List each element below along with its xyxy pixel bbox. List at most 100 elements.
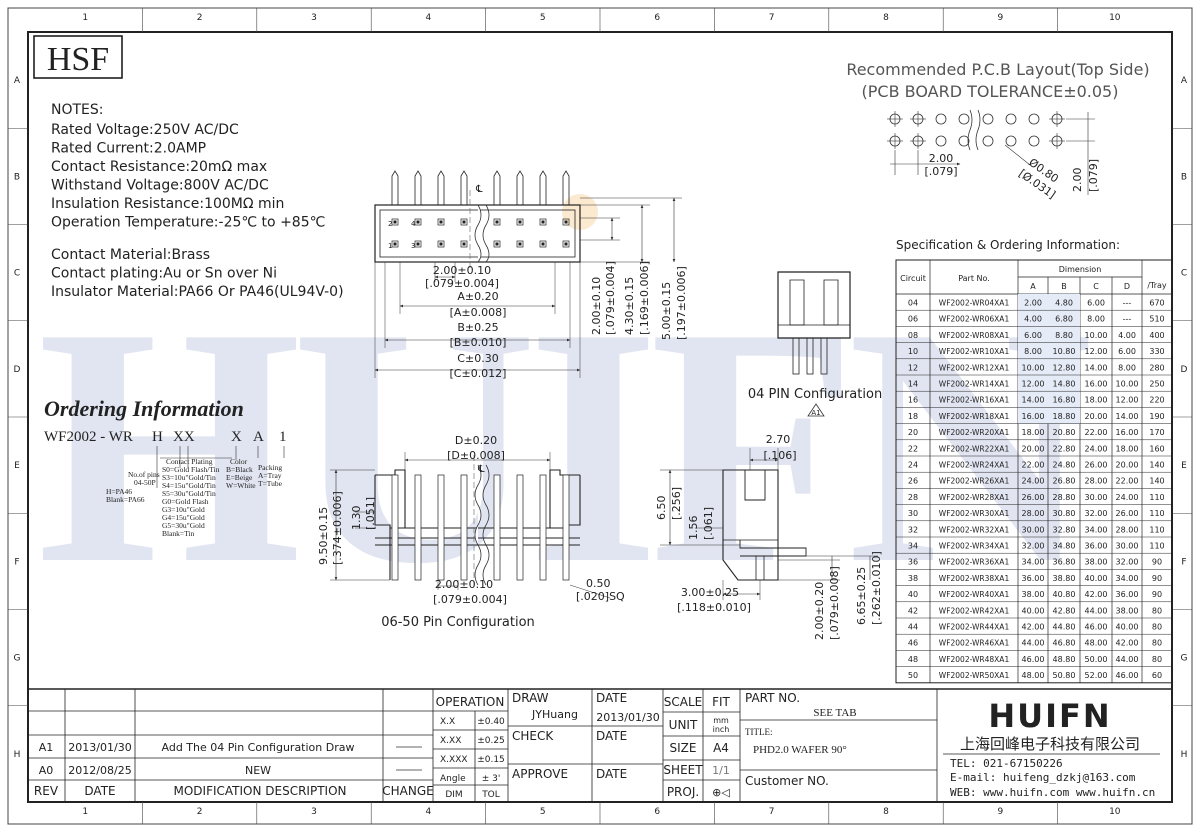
spec-cell: 80 (1152, 655, 1162, 664)
watermark-text: HUIFN (37, 257, 1091, 634)
spec-cell: 32.80 (1053, 525, 1076, 534)
spec-cell: 46.00 (1085, 623, 1108, 632)
spec-cell: 12.00 (1022, 380, 1045, 389)
spec-cell: 18.00 (1022, 428, 1045, 437)
spec-cell: 36.00 (1085, 542, 1108, 551)
spec-cell: 18.00 (1085, 396, 1108, 405)
spec-cell: 26.00 (1085, 461, 1108, 470)
spec-cell: 170 (1149, 428, 1164, 437)
sheet-value: 1/1 (712, 764, 730, 777)
spec-cell: 8.00 (1024, 347, 1042, 356)
note-line: Operation Temperature:-25℃ to +85℃ (51, 215, 325, 231)
pin-label-4: 4 (411, 220, 416, 228)
spec-cell: 38.00 (1085, 558, 1108, 567)
spec-cell: 52.00 (1085, 671, 1108, 680)
spec-cell: 110 (1149, 509, 1164, 518)
spec-cell: WF2002-WR08XA1 (939, 331, 1010, 340)
dim-h2-in: [.051] (364, 497, 377, 530)
spec-cell: 110 (1149, 525, 1164, 534)
grid-row-label: H (1181, 750, 1188, 760)
grid-col-label: 9 (998, 807, 1004, 817)
company-tel: TEL: 021-67150226 (950, 757, 1063, 770)
tol-value: ±0.15 (477, 755, 505, 765)
spec-cell: WF2002-WR22XA1 (939, 444, 1010, 453)
grid-row-label: C (1181, 269, 1187, 279)
dim-pin-size: 0.50 (586, 577, 611, 590)
spec-cell: WF2002-WR36XA1 (939, 558, 1010, 567)
spec-cell: 280 (1149, 363, 1164, 372)
part-no-label: PART NO. (745, 691, 800, 705)
spec-cell: 38 (908, 574, 918, 583)
dim-a: A±0.20 (457, 290, 498, 303)
dim-v3: 5.00±0.15 (660, 282, 673, 340)
spec-cell: WF2002-WR14XA1 (939, 380, 1010, 389)
legend-housing: H=PA46 (106, 487, 132, 496)
spec-cell: 14.00 (1022, 396, 1045, 405)
legend-packing: T=Tube (258, 479, 283, 488)
grid-col-label: 1 (82, 807, 88, 817)
pcb-subtitle: (PCB BOARD TOLERANCE±0.05) (862, 82, 1119, 101)
spec-cell: WF2002-WR06XA1 (939, 315, 1010, 324)
grid-row-label: C (14, 269, 20, 279)
rev-code: A0 (39, 764, 54, 777)
grid-row-label: G (14, 654, 21, 664)
spec-cell: 8.80 (1055, 331, 1073, 340)
grid-row-label: A (14, 76, 21, 86)
spec-cell: 14.00 (1116, 412, 1139, 421)
grid-col-label: 7 (769, 13, 775, 23)
tol-value: ±0.25 (477, 736, 505, 746)
spec-cell: 6.00 (1024, 331, 1042, 340)
spec-cell: 2.00 (1024, 299, 1042, 308)
legend-color: B=Black (226, 465, 253, 474)
scale-label: SCALE (664, 695, 702, 709)
spec-cell: 80 (1152, 639, 1162, 648)
dim-a-in: [A±0.008] (450, 306, 507, 319)
pcb-hole (1005, 135, 1017, 147)
spec-cell: 36.80 (1053, 558, 1076, 567)
grid-col-label: 6 (654, 13, 660, 23)
tol-label: TOL (481, 790, 500, 800)
spec-cell: 50 (908, 671, 918, 680)
spec-cell: 22.00 (1085, 428, 1108, 437)
legend-pins: No.of pins (128, 470, 160, 479)
spec-cell: 50.00 (1085, 655, 1108, 664)
legend-packing: A=Tray (258, 471, 282, 480)
pcb-layout: Recommended P.C.B Layout(Top Side) (PCB … (846, 60, 1149, 201)
spec-cell: 44.00 (1022, 639, 1045, 648)
tol-dim: X.X (440, 717, 455, 727)
svg-text:℄: ℄ (477, 464, 485, 475)
spec-cell: 60 (1152, 671, 1162, 680)
spec-cell: 10 (908, 347, 918, 356)
material-line: Contact plating:Au or Sn over Ni (51, 266, 277, 282)
rev-header-desc: MODIFICATION DESCRIPTION (173, 784, 346, 798)
ordering-title: Ordering Information (44, 396, 244, 421)
grid-col-label: 8 (883, 807, 889, 817)
unit-mm: mm (713, 716, 729, 725)
legend-plating: S0=Gold Flash/Tin (162, 465, 220, 474)
date-label-2: DATE (596, 729, 627, 743)
spec-cell: 28.00 (1085, 477, 1108, 486)
spec-cell: 190 (1149, 412, 1164, 421)
company-logo: HUIFN (988, 697, 1111, 735)
operation-label: OPERATION (436, 695, 505, 709)
spec-cell: 34.00 (1022, 558, 1045, 567)
spec-cell: 30 (908, 509, 918, 518)
rev-header-date: DATE (84, 784, 115, 798)
spec-header-tray: /Tray (1147, 281, 1167, 290)
spec-cell: 32 (908, 525, 918, 534)
spec-cell: 32.00 (1022, 542, 1045, 551)
title-label: TITLE: (745, 727, 773, 737)
legend-color: W=White (226, 481, 256, 490)
spec-cell: 26.00 (1116, 509, 1139, 518)
front-caption: 06-50 Pin Configuration (381, 615, 535, 630)
front-view-drawing: ℄ D±0.20 [D±0.008] 9.50±0.15 [.374±0.006… (317, 434, 625, 630)
legend-plating: S5=30u"Gold/Tin (162, 489, 216, 498)
spec-cell: 30.00 (1116, 542, 1139, 551)
tol-value: ± 3' (482, 774, 501, 784)
dim-v3-in: [.197±0.006] (675, 266, 688, 340)
fit-label: FIT (712, 695, 730, 709)
proj-symbol: ⊕◁ (712, 786, 730, 799)
spec-cell: 38.80 (1053, 574, 1076, 583)
grid-row-label: A (1181, 76, 1188, 86)
